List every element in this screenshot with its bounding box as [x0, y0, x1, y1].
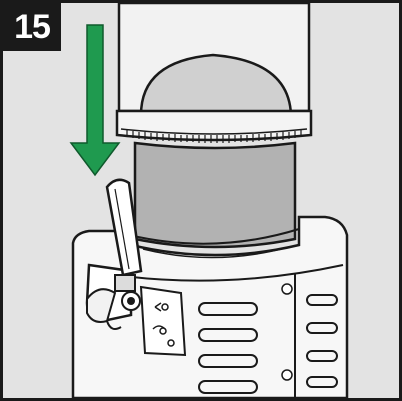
- base-housing: [71, 215, 349, 398]
- step-number-badge: 15: [3, 3, 61, 51]
- evaporator-cylinder: [133, 141, 297, 249]
- dispenser-illustration: [69, 3, 349, 398]
- tap-handle-icon: [85, 178, 143, 330]
- down-arrow-icon: [69, 24, 121, 177]
- dome-lid: [139, 53, 293, 117]
- bowl-ring: [115, 109, 313, 143]
